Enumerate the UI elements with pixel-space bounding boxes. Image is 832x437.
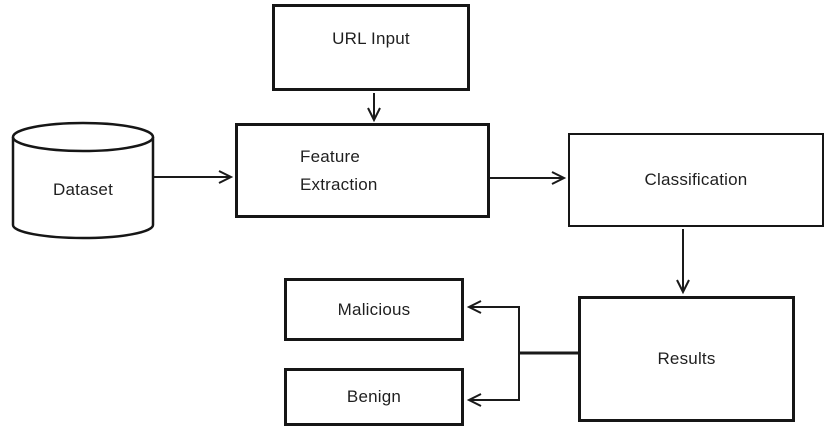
node-feature-extraction: Feature Extraction — [235, 123, 490, 218]
dataset-cylinder-shape — [11, 121, 155, 240]
node-url-input: URL Input — [272, 4, 470, 91]
node-dataset-label: Dataset — [53, 180, 113, 199]
node-results-label: Results — [657, 349, 716, 368]
node-benign: Benign — [284, 368, 464, 426]
node-dataset: Dataset — [12, 168, 154, 212]
node-benign-label: Benign — [346, 387, 402, 406]
node-classification-label: Classification — [644, 170, 748, 189]
node-results: Results — [578, 296, 795, 422]
node-classification: Classification — [568, 133, 824, 227]
node-malicious: Malicious — [284, 278, 464, 341]
node-feature-extraction-label: Feature Extraction — [300, 146, 378, 194]
node-url-input-label: URL Input — [332, 28, 410, 48]
node-malicious-label: Malicious — [337, 299, 411, 319]
